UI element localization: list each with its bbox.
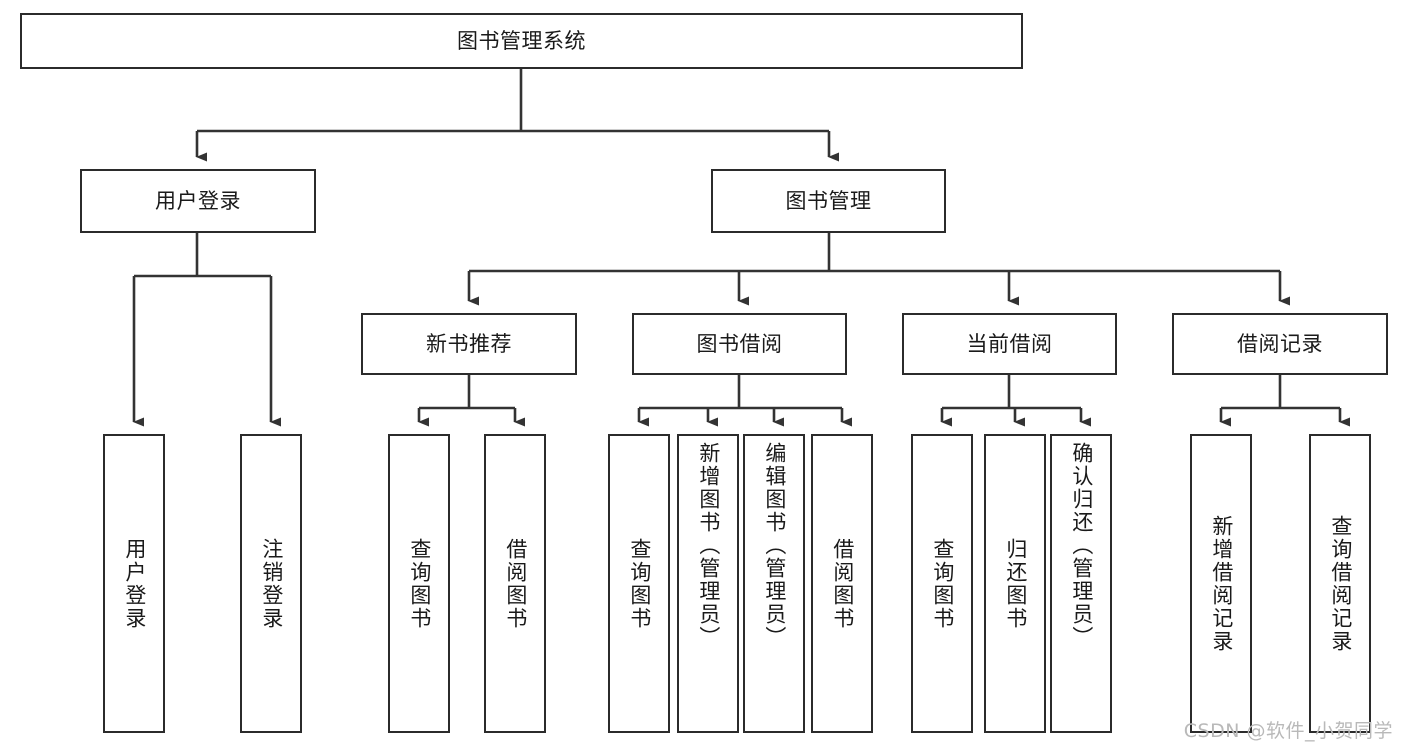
node-leaf-user-login[interactable]: 用户登录	[103, 434, 165, 733]
node-label: 查询图书	[407, 537, 432, 630]
node-leaf-borrow-book[interactable]: 借阅图书	[811, 434, 873, 733]
node-leaf-edit-book-admin[interactable]: 编辑图书（管理员）	[743, 434, 805, 733]
node-label: 新书推荐	[426, 331, 512, 356]
node-leaf-return-book[interactable]: 归还图书	[984, 434, 1046, 733]
node-leaf-add-borrow-record[interactable]: 新增借阅记录	[1190, 434, 1252, 733]
node-leaf-query-book-recommend[interactable]: 查询图书	[388, 434, 450, 733]
node-leaf-query-borrow-record[interactable]: 查询借阅记录	[1309, 434, 1371, 733]
node-book-borrow[interactable]: 图书借阅	[632, 313, 847, 375]
node-label: 确认归还（管理员）	[1069, 442, 1094, 649]
node-leaf-query-book-borrow[interactable]: 查询图书	[608, 434, 670, 733]
node-label: 借阅图书	[503, 537, 528, 630]
node-leaf-borrow-book-recommend[interactable]: 借阅图书	[484, 434, 546, 733]
node-leaf-user-logout[interactable]: 注销登录	[240, 434, 302, 733]
node-current-borrow[interactable]: 当前借阅	[902, 313, 1117, 375]
node-label: 查询图书	[930, 537, 955, 630]
node-label: 查询借阅记录	[1328, 514, 1353, 653]
watermark-text: CSDN @软件_小贺同学	[1183, 720, 1393, 742]
node-leaf-confirm-return-admin[interactable]: 确认归还（管理员）	[1050, 434, 1112, 733]
node-label: 当前借阅	[966, 331, 1053, 356]
node-label: 编辑图书（管理员）	[762, 442, 787, 649]
node-label: 注销登录	[259, 537, 284, 630]
node-new-book-recommend[interactable]: 新书推荐	[361, 313, 577, 375]
node-label: 借阅记录	[1237, 331, 1323, 356]
node-book-manage[interactable]: 图书管理	[711, 169, 946, 233]
node-label: 查询图书	[627, 537, 652, 630]
node-leaf-add-book-admin[interactable]: 新增图书（管理员）	[677, 434, 739, 733]
node-root-book-management-system[interactable]: 图书管理系统	[20, 13, 1023, 69]
node-label: 图书管理系统	[457, 28, 586, 53]
node-user-login[interactable]: 用户登录	[80, 169, 316, 233]
node-label: 图书借阅	[696, 331, 783, 356]
node-label: 用户登录	[155, 188, 241, 213]
node-label: 借阅图书	[830, 537, 855, 630]
node-label: 新增图书（管理员）	[696, 442, 721, 649]
node-label: 归还图书	[1003, 537, 1028, 630]
node-leaf-query-book-current[interactable]: 查询图书	[911, 434, 973, 733]
node-label: 新增借阅记录	[1209, 514, 1234, 653]
node-label: 用户登录	[122, 537, 147, 630]
node-borrow-record[interactable]: 借阅记录	[1172, 313, 1388, 375]
node-label: 图书管理	[785, 188, 872, 213]
